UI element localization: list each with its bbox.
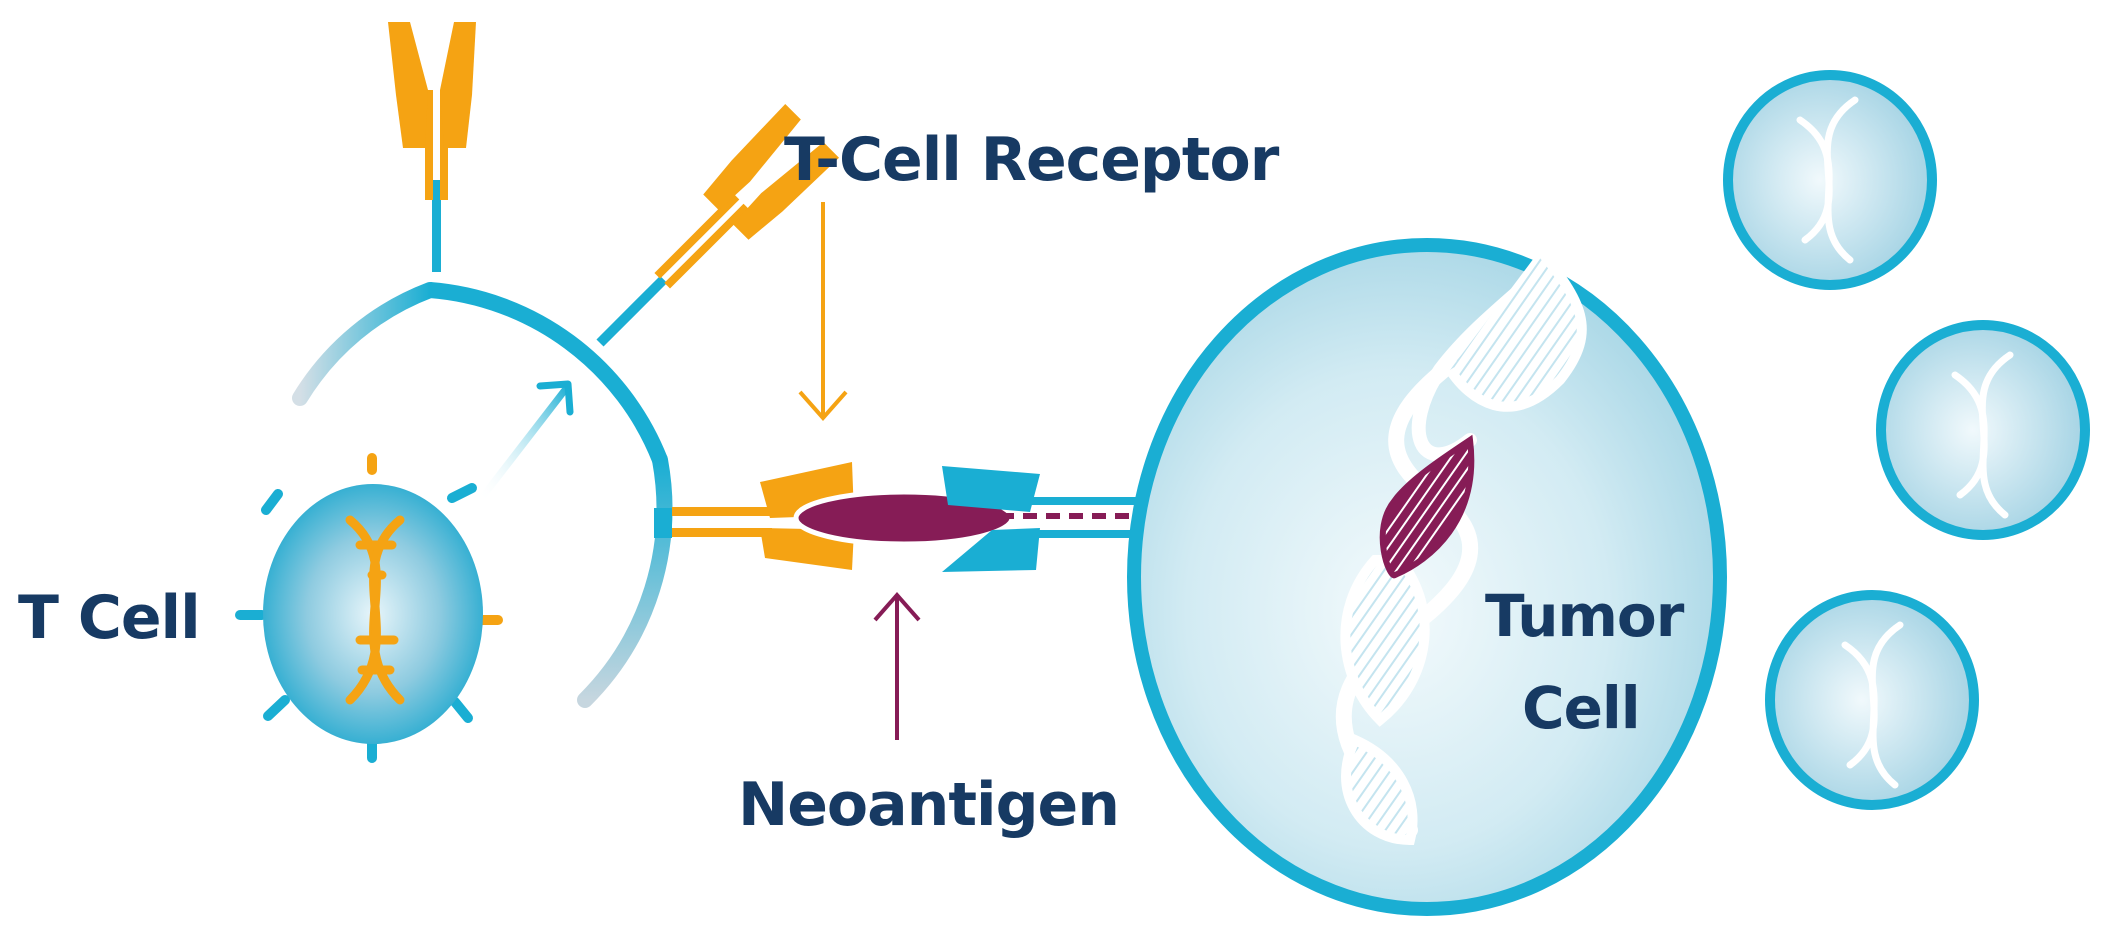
tcell-receptor-angled	[596, 103, 840, 347]
tcell-receptor-top	[388, 22, 476, 272]
dna-helix-icon	[1796, 96, 1859, 264]
t-cell-membrane	[292, 282, 673, 708]
daughter-cell-1	[1723, 70, 1937, 290]
t-cell	[235, 453, 503, 763]
label-tumor-line1: Tumor	[1485, 582, 1685, 650]
label-t-cell-receptor: T-Cell Receptor	[784, 125, 1280, 195]
daughter-cell-3	[1765, 590, 1979, 810]
neoantigen-pointer-arrow	[873, 591, 921, 740]
mhc-receptor	[942, 466, 1150, 572]
activation-arrow	[476, 380, 574, 504]
label-neoantigen: Neoantigen	[738, 770, 1119, 840]
daughter-cell-2	[1876, 320, 2090, 540]
label-t-cell: T Cell	[18, 583, 200, 653]
dna-helix-icon	[1841, 621, 1904, 789]
receptor-pointer-arrow	[798, 202, 848, 422]
tumor-dna-icon	[1335, 246, 1587, 846]
t-cell-dna-icon	[345, 515, 405, 705]
dna-helix-icon	[1951, 351, 2014, 519]
label-tumor-line2: Cell	[1522, 674, 1640, 742]
tumor-cell	[1127, 238, 1727, 916]
